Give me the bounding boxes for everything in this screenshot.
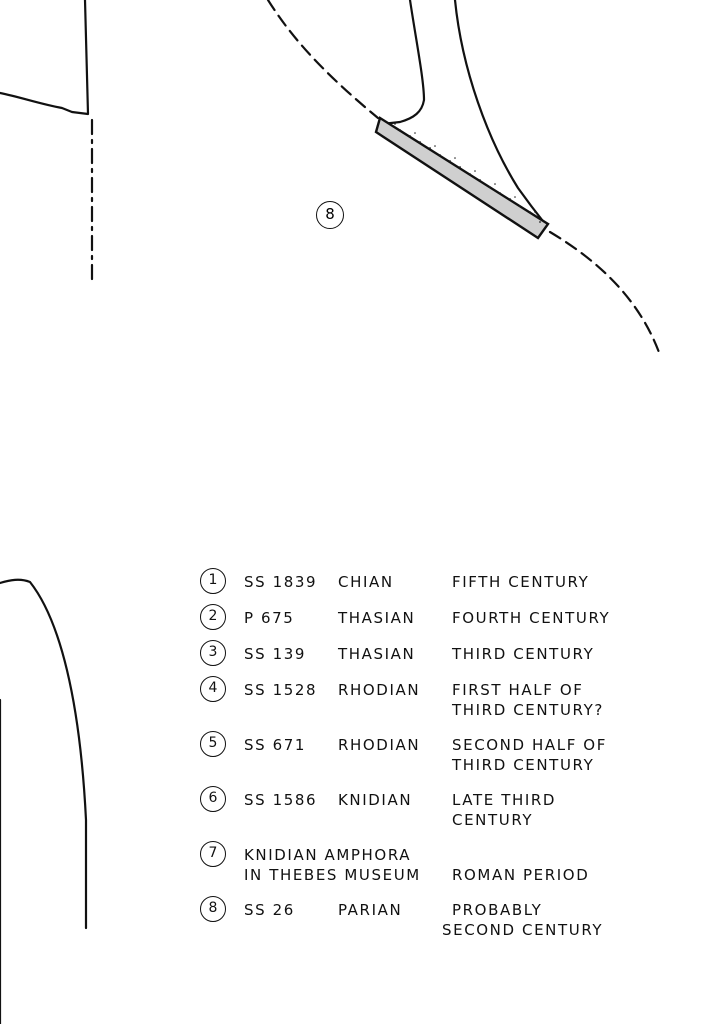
shoulder-dashed-lower xyxy=(548,230,662,357)
specimen-code: SS 1839 xyxy=(244,573,318,591)
rim-profile-left xyxy=(0,0,90,116)
handle-outline xyxy=(380,0,426,126)
row-number-badge: 4 xyxy=(200,676,226,702)
neck-outline xyxy=(453,0,548,227)
specimen-code: P 675 xyxy=(244,609,295,627)
amphora-type: RHODIAN xyxy=(338,736,421,754)
row-number-badge: 8 xyxy=(200,896,226,922)
row-number-badge: 5 xyxy=(200,731,226,757)
date-text-line2: CENTURY xyxy=(452,811,534,829)
amphora-type: THASIAN xyxy=(338,645,416,663)
date-text: FIRST HALF OF xyxy=(452,681,584,699)
date-text-line2: THIRD CENTURY? xyxy=(452,701,604,719)
row-number-badge: 1 xyxy=(200,568,226,594)
date-text: FIFTH CENTURY xyxy=(452,573,590,591)
amphora-type: PARIAN xyxy=(338,901,403,919)
body-profile-lower xyxy=(0,578,88,930)
row-number-badge: 6 xyxy=(200,786,226,812)
amphora-type: RHODIAN xyxy=(338,681,421,699)
drawing-marker-8: 8 xyxy=(316,201,344,229)
amphora-type: THASIAN xyxy=(338,609,416,627)
date-text: ROMAN PERIOD xyxy=(452,866,590,884)
date-text: FOURTH CENTURY xyxy=(452,609,611,627)
specimen-description: KNIDIAN AMPHORA xyxy=(244,846,412,864)
row-number-badge: 7 xyxy=(200,841,226,867)
section-stipple xyxy=(394,123,541,223)
date-text: THIRD CENTURY xyxy=(452,645,595,663)
date-text: SECOND HALF OF xyxy=(452,736,607,754)
specimen-code: SS 26 xyxy=(244,901,295,919)
date-text: PROBABLY xyxy=(452,901,543,919)
section-band xyxy=(374,116,550,240)
specimen-code: SS 139 xyxy=(244,645,307,663)
date-text-line2: SECOND CENTURY xyxy=(442,921,604,939)
date-text: LATE THIRD xyxy=(452,791,557,809)
amphora-type: KNIDIAN xyxy=(338,791,413,809)
date-text-line2: THIRD CENTURY xyxy=(452,756,595,774)
specimen-code: SS 1586 xyxy=(244,791,318,809)
shoulder-dashed-upper xyxy=(266,0,380,120)
specimen-description-line2: IN THEBES MUSEUM xyxy=(244,866,421,884)
row-number-badge: 3 xyxy=(200,640,226,666)
specimen-code: SS 671 xyxy=(244,736,307,754)
row-number-badge: 2 xyxy=(200,604,226,630)
amphora-type: CHIAN xyxy=(338,573,394,591)
specimen-code: SS 1528 xyxy=(244,681,318,699)
